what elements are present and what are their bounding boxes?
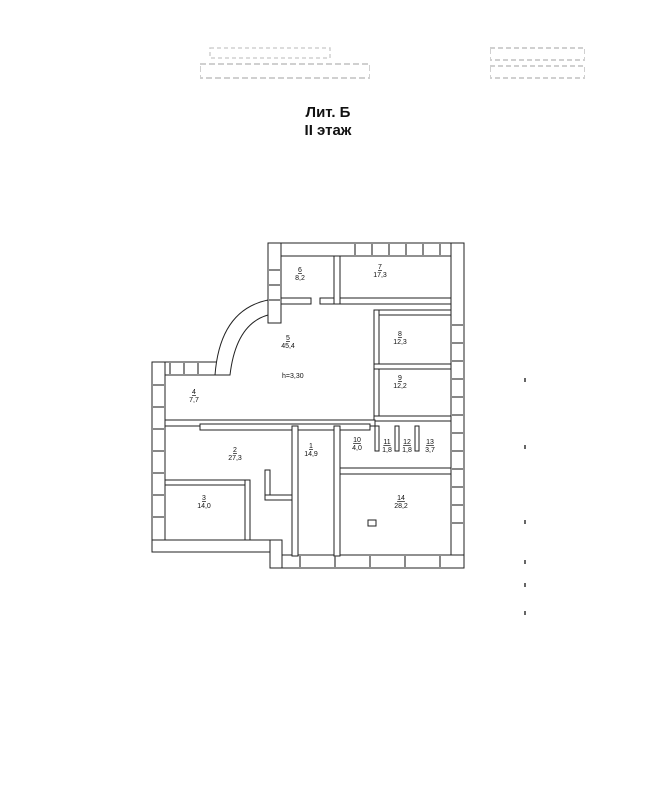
room-7-number: 7 [378,264,382,271]
room-9-number: 9 [398,375,402,382]
room-5-number: 5 [286,335,290,342]
room-7-area: 17,3 [373,272,387,279]
room-10-area: 4,0 [352,445,362,452]
room-6-number: 6 [298,267,302,274]
room-9-area: 12,2 [393,383,407,390]
room-12-area: 1,8 [402,447,412,454]
room-8-area: 12,3 [393,339,407,346]
room-14-area: 28,2 [394,503,408,510]
room-2-number: 2 [233,447,237,454]
room-5-area: 45,4 [281,343,295,350]
room-11-area: 1,8 [382,447,392,454]
room-11-number: 11 [383,439,390,446]
room-3-area: 14,0 [197,503,211,510]
window-marks [153,244,463,567]
room-1-number: 1 [309,443,313,450]
floor-label: II этаж [304,122,352,139]
room-13-number: 13 [426,439,434,446]
faded-stamp-right [490,47,585,79]
room-1-area: 14,9 [304,451,318,458]
room-labels: 114,9227,3314,047,7545,468,2717,3812,391… [189,264,435,510]
plan-walls [151,242,465,569]
room-8-number: 8 [398,331,402,338]
room-13-area: 3,7 [425,447,435,454]
room-6-area: 8,2 [295,275,305,282]
scan-marks [524,378,526,615]
room-3-number: 3 [202,495,206,502]
room-12-number: 12 [403,439,411,446]
faded-stamp-left [200,47,370,79]
room-14-number: 14 [397,495,405,502]
room-4-area: 7,7 [189,397,199,404]
room-10-number: 10 [353,437,361,444]
room-4-number: 4 [192,389,196,396]
building-label: Лит. Б [305,104,351,121]
ceiling-height-label: h=3,30 [282,373,304,380]
room-2-area: 27,3 [228,455,242,462]
